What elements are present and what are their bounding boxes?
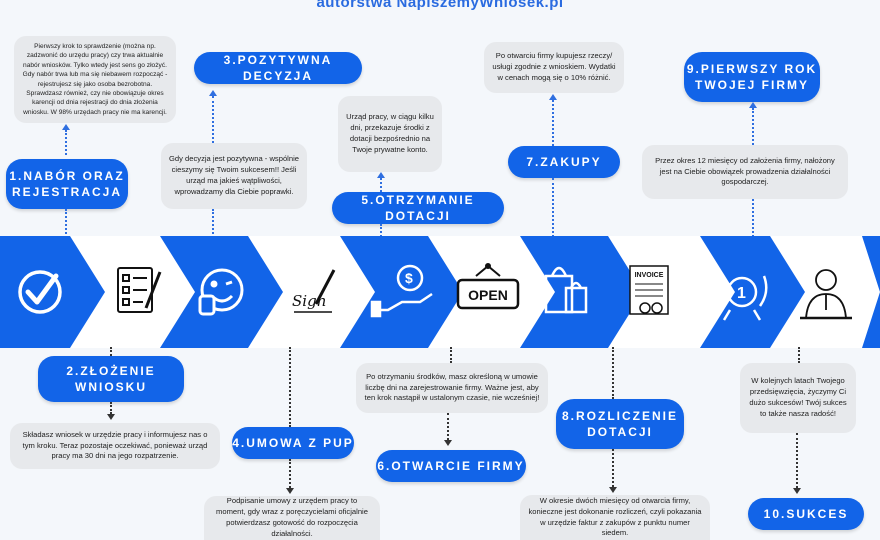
connector-arrow xyxy=(377,172,385,178)
step-10-note: W kolejnych latach Twojego przedsięwzięc… xyxy=(740,363,856,433)
connector xyxy=(796,433,798,488)
step-1-label: 1.NABÓR ORAZ REJESTRACJA xyxy=(6,159,128,209)
chevron xyxy=(608,236,735,348)
header-title: autorstwa NapiszemyWniosek.pl xyxy=(316,0,564,11)
connector xyxy=(752,108,754,145)
connector-arrow xyxy=(749,102,757,108)
signature-pen-icon: Sign xyxy=(292,269,336,313)
connector-arrow xyxy=(549,94,557,100)
step-2-label: 2.ZŁOŻENIE WNIOSKU xyxy=(38,356,184,402)
step-1-note: Pierwszy krok to sprawdzenie (można np. … xyxy=(14,36,176,123)
dollar-sign: $ xyxy=(405,270,413,286)
step-5-note: Urząd pracy, w ciągu kilku dni, przekazu… xyxy=(338,96,442,172)
connector xyxy=(212,209,214,241)
connector-arrow xyxy=(62,124,70,130)
connector xyxy=(752,199,754,241)
step-6-label: 6.OTWARCIE FIRMY xyxy=(376,450,526,482)
connector xyxy=(289,459,291,488)
step-3-note: Gdy decyzja jest pozytywna - wspólnie ci… xyxy=(161,143,307,209)
checkmark-icon xyxy=(18,270,62,314)
connector-arrow xyxy=(793,488,801,494)
step-8-note: W okresie dwóch miesięcy od otwarcia fir… xyxy=(520,495,710,540)
connector xyxy=(110,347,112,356)
connector xyxy=(798,347,800,363)
step-5-label: 5.OTRZYMANIE DOTACJI xyxy=(332,192,504,224)
connector xyxy=(65,209,67,241)
signature-text: Sign xyxy=(292,292,326,310)
businessman-icon xyxy=(800,269,852,320)
connector xyxy=(447,413,449,440)
connector xyxy=(450,347,452,363)
checklist-icon xyxy=(117,267,162,313)
connector-arrow xyxy=(609,487,617,493)
connector xyxy=(212,96,214,143)
connector-arrow xyxy=(444,440,452,446)
connector xyxy=(289,347,291,427)
step-7-note: Po otwarciu firmy kupujesz rzeczy/ usług… xyxy=(484,42,624,93)
step-7-label: 7.ZAKUPY xyxy=(508,146,620,178)
connector xyxy=(110,402,112,414)
shopping-bags-icon xyxy=(544,266,588,314)
step-3-label: 3.POZYTYWNA DECYZJA xyxy=(194,52,362,84)
money-hand-icon: $ xyxy=(370,264,433,318)
connector xyxy=(552,100,554,146)
chevron xyxy=(248,236,375,348)
step-4-note: Podpisanie umowy z urzędem pracy to mome… xyxy=(204,496,380,540)
connector-arrow xyxy=(107,414,115,420)
connector xyxy=(380,224,382,241)
step-8-label: 8.ROZLICZENIE DOTACJI xyxy=(556,399,684,449)
invoice-icon: INVOICE xyxy=(629,265,669,315)
connector-arrow xyxy=(286,488,294,494)
medal-number: 1 xyxy=(737,285,746,302)
connector xyxy=(612,449,614,487)
step-4-label: 4.UMOWA Z PUP xyxy=(232,427,354,459)
step-6-note: Po otrzymaniu środków, masz określoną w … xyxy=(356,363,548,413)
connector-arrow xyxy=(209,90,217,96)
connector xyxy=(552,178,554,241)
connector xyxy=(380,178,382,192)
smile-thumbs-up-icon xyxy=(198,268,244,316)
step-2-note: Składasz wniosek w urzędzie pracy i info… xyxy=(10,423,220,469)
open-sign-icon: OPEN xyxy=(456,263,520,310)
chevron xyxy=(70,236,195,348)
first-place-medal-icon: 1 xyxy=(716,275,768,321)
step-9-label: 9.PIERWSZY ROK TWOJEJ FIRMY xyxy=(684,52,820,102)
invoice-text: INVOICE xyxy=(635,272,664,279)
connector xyxy=(65,130,67,155)
chevron xyxy=(770,236,880,348)
step-9-note: Przez okres 12 miesięcy od założenia fir… xyxy=(642,145,848,199)
process-band: Sign $ OPEN INVOICE xyxy=(0,236,880,348)
connector xyxy=(612,347,614,399)
open-sign-text: OPEN xyxy=(468,287,508,303)
step-10-label: 10.SUKCES xyxy=(748,498,864,530)
